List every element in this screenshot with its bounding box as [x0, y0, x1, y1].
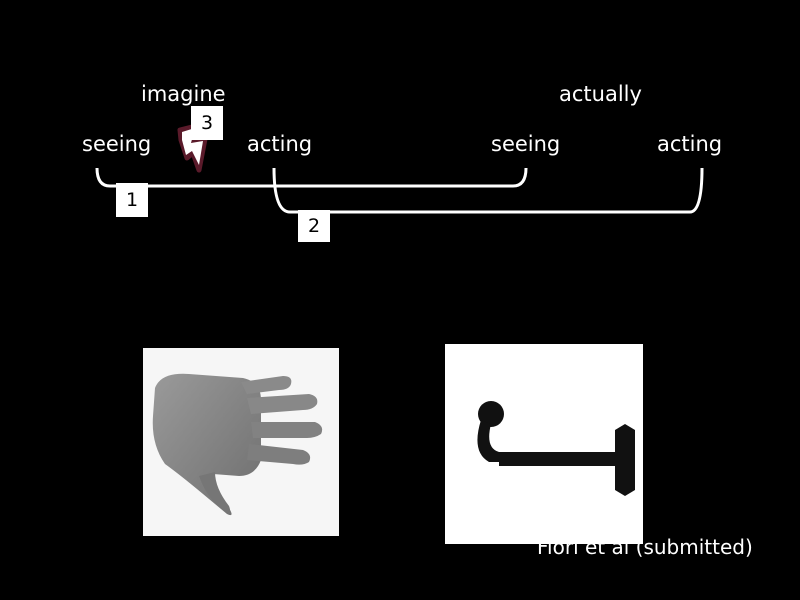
hand-icon: [152, 373, 323, 516]
acting-label-imagined: acting: [247, 132, 313, 156]
seeing-label-actual: seeing: [491, 132, 561, 156]
actually-label: actually: [559, 82, 642, 106]
marker-2: 2: [298, 210, 330, 242]
hand-stimulus-image: [143, 348, 339, 536]
marker-3: 3: [191, 106, 223, 140]
seeing-label-imagined: seeing: [82, 132, 152, 156]
citation-text: Fiori et al (submitted): [537, 535, 753, 559]
bracket-2: [272, 167, 704, 214]
imagine-label: imagine: [141, 82, 226, 106]
letter-stimulus-image: [445, 344, 643, 544]
acting-label-actual: acting: [657, 132, 723, 156]
rotated-letter-icon: [477, 401, 635, 496]
bracket-1: [95, 167, 528, 188]
marker-1: 1: [116, 183, 148, 217]
